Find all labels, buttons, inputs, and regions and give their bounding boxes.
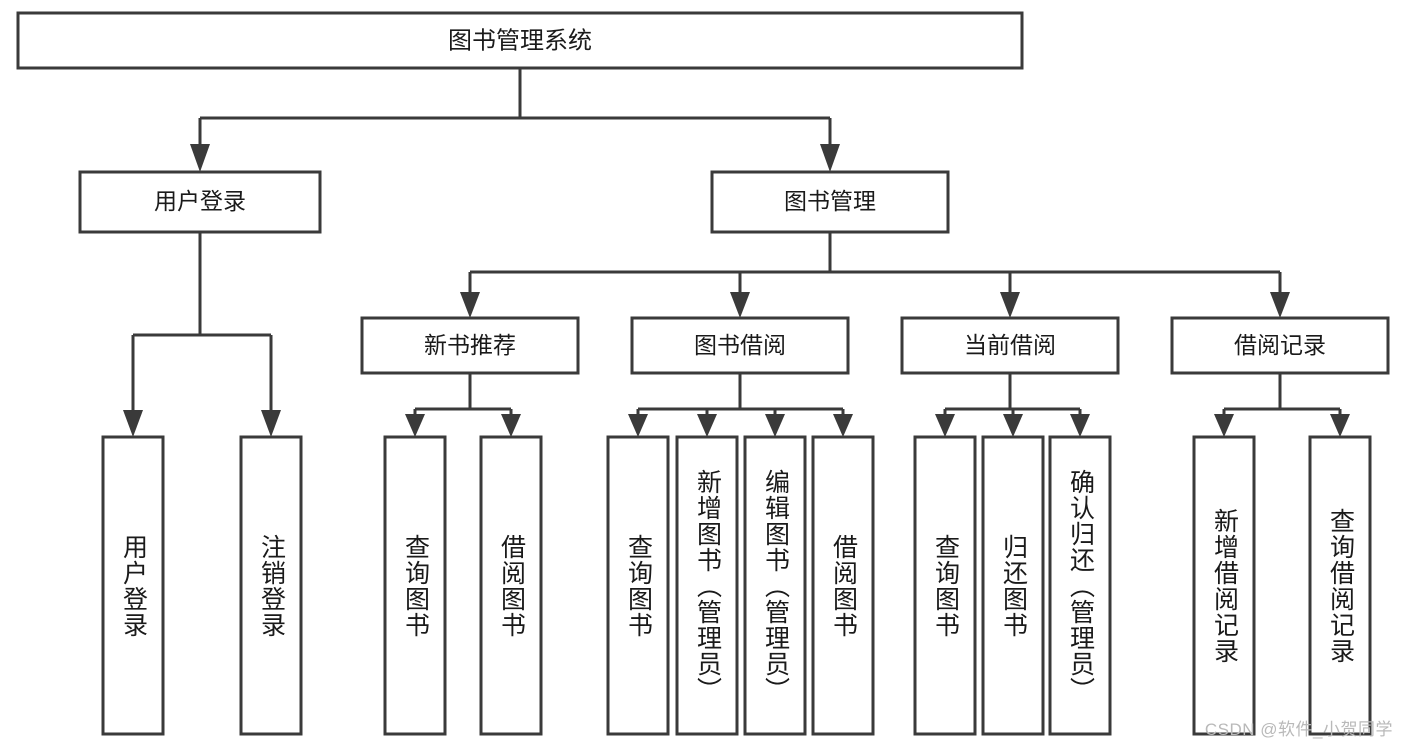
node-book-manage-label: 图书管理: [784, 188, 876, 214]
node-book-manage[interactable]: 图书管理: [710, 170, 950, 234]
node-leaf-confirm-return-box[interactable]: [1048, 435, 1112, 736]
connector-group-new-book-recommend: [405, 373, 521, 437]
node-new-book-recommend-box[interactable]: [360, 316, 580, 375]
arrowhead-leaf-query-book-1: [405, 414, 425, 437]
leaf-node-boxes: [101, 435, 1372, 736]
connector-group-user-login: [123, 232, 281, 437]
connector-group-current-borrow: [935, 373, 1090, 437]
arrowhead-book-manage: [820, 144, 840, 172]
node-new-book-recommend[interactable]: 新书推荐: [360, 316, 580, 375]
node-user-login-box[interactable]: [78, 170, 322, 234]
arrowhead-book-borrow: [730, 292, 750, 318]
node-root[interactable]: 图书管理系统: [16, 11, 1024, 70]
node-leaf-return-book-box[interactable]: [981, 435, 1045, 736]
arrowhead-leaf-edit-book: [765, 414, 785, 437]
node-borrow-record-box[interactable]: [1170, 316, 1390, 375]
connector-group-root: [190, 68, 840, 172]
arrowhead-borrow-record: [1270, 292, 1290, 318]
node-new-book-recommend-label: 新书推荐: [424, 332, 516, 358]
node-leaf-borrow-book-1-box[interactable]: [479, 435, 543, 736]
arrowhead-leaf-add-record: [1214, 414, 1234, 437]
node-leaf-edit-book-box[interactable]: [743, 435, 807, 736]
csdn-watermark: CSDN @软件_小贺同学: [1204, 720, 1393, 739]
arrowhead-user-login: [190, 144, 210, 172]
arrowhead-leaf-borrow-book-2: [833, 414, 853, 437]
node-leaf-query-record-box[interactable]: [1308, 435, 1372, 736]
node-leaf-query-book-1-box[interactable]: [383, 435, 447, 736]
arrowhead-leaf-borrow-book-1: [501, 414, 521, 437]
node-leaf-borrow-book-2-box[interactable]: [811, 435, 875, 736]
node-user-login-label: 用户登录: [154, 188, 246, 214]
node-book-borrow-label: 图书借阅: [694, 332, 786, 358]
node-book-borrow-box[interactable]: [630, 316, 850, 375]
arrowhead-leaf-return-book: [1003, 414, 1023, 437]
arrowhead-new-book-recommend: [460, 292, 480, 318]
node-user-login[interactable]: 用户登录: [78, 170, 322, 234]
node-leaf-query-book-2-box[interactable]: [606, 435, 670, 736]
arrowhead-leaf-logout: [261, 410, 281, 437]
connector-group-borrow-record: [1214, 373, 1350, 437]
node-root-box[interactable]: [16, 11, 1024, 70]
arrowhead-leaf-query-book-3: [935, 414, 955, 437]
node-current-borrow-label: 当前借阅: [964, 332, 1056, 358]
node-borrow-record-label: 借阅记录: [1234, 332, 1326, 358]
node-leaf-logout-box[interactable]: [239, 435, 303, 736]
arrowhead-leaf-add-book: [697, 414, 717, 437]
connector-group-book-borrow: [628, 373, 853, 437]
node-current-borrow-box[interactable]: [900, 316, 1120, 375]
arrowhead-leaf-query-record: [1330, 414, 1350, 437]
arrowhead-leaf-user-login: [123, 410, 143, 437]
node-leaf-user-login-box[interactable]: [101, 435, 165, 736]
node-book-borrow[interactable]: 图书借阅: [630, 316, 850, 375]
node-book-manage-box[interactable]: [710, 170, 950, 234]
arrowhead-current-borrow: [1000, 292, 1020, 318]
arrowhead-leaf-query-book-2: [628, 414, 648, 437]
node-current-borrow[interactable]: 当前借阅: [900, 316, 1120, 375]
node-root-label: 图书管理系统: [448, 27, 592, 54]
node-leaf-add-record-box[interactable]: [1192, 435, 1256, 736]
node-leaf-query-book-3-box[interactable]: [913, 435, 977, 736]
arrowhead-leaf-confirm-return: [1070, 414, 1090, 437]
node-borrow-record[interactable]: 借阅记录: [1170, 316, 1390, 375]
connector-group-book-manage: [460, 232, 1290, 318]
node-leaf-add-book-box[interactable]: [675, 435, 739, 736]
